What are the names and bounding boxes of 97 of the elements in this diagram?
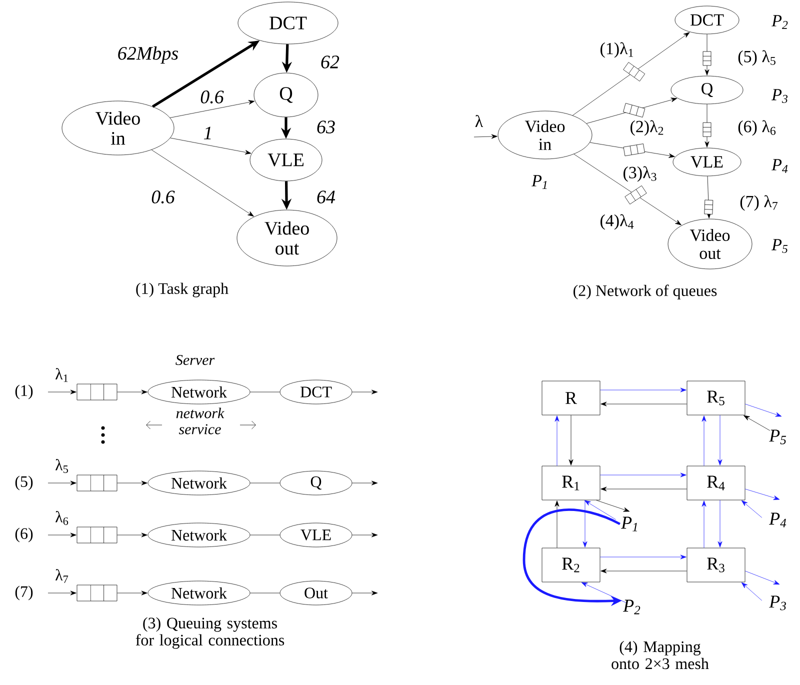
- arrow: [718, 500, 722, 548]
- arrow: [584, 500, 616, 520]
- edge-label: λ$_{7}$: [54, 568, 70, 584]
- arrow: [48, 390, 76, 394]
- arrow: [474, 134, 498, 139]
- connector-line: [250, 592, 280, 594]
- arrow: [117, 590, 148, 596]
- router-box: R$_{2}$: [542, 548, 600, 582]
- arrow: [170, 100, 255, 118]
- arrow: [744, 415, 770, 431]
- edge-label: (1)λ$_{1}$: [598, 41, 636, 59]
- edge-label: 64: [316, 190, 336, 204]
- queue-box: [76, 384, 118, 400]
- queue-box: [76, 526, 118, 544]
- arrow: [352, 480, 378, 486]
- row-number: (7): [15, 586, 33, 600]
- row-number: (6): [15, 528, 33, 542]
- connector-line: [250, 534, 280, 536]
- router-box: R$_{5}$: [686, 380, 746, 416]
- service-label: network service: [176, 408, 224, 434]
- arrow: [554, 416, 560, 466]
- arrow: [586, 98, 678, 124]
- router-box: R$_{4}$: [686, 466, 746, 500]
- arrow: [117, 480, 148, 486]
- edge-label: 63: [316, 120, 336, 134]
- edge-label: 62Mbps: [116, 45, 180, 65]
- arrow: [600, 486, 687, 492]
- arrow: [117, 532, 148, 538]
- arrow: [600, 554, 686, 560]
- row-number: (1): [15, 384, 33, 400]
- edge-label: λ$_{6}$: [54, 510, 70, 526]
- processor-label: P$_{4}$: [772, 159, 788, 173]
- arrow: [352, 590, 378, 596]
- caption: (1) Task graph: [136, 282, 228, 298]
- router-box: R$_{3}$: [686, 548, 746, 582]
- arrow: [702, 416, 706, 466]
- arrow: [745, 570, 780, 585]
- processor-label: P$_{2}$: [623, 600, 640, 614]
- router-box: R$_{1}$: [542, 466, 600, 500]
- edge-label: (4)λ$_{4}$: [598, 213, 636, 231]
- arrow: [572, 32, 690, 116]
- arrow: [741, 582, 762, 601]
- processor-label: P$_{3}$: [769, 596, 786, 610]
- arrow: [600, 388, 686, 392]
- edge-label: 0.6: [150, 190, 176, 204]
- arrow: [48, 532, 76, 538]
- arrow: [568, 415, 574, 466]
- arrow: [704, 34, 710, 76]
- arrow: [600, 402, 687, 406]
- arrow: [574, 154, 682, 226]
- processor-label: P$_{1}$: [532, 175, 547, 189]
- edge-label: λ$_{5}$: [54, 458, 70, 474]
- edge-label: 0.6: [199, 90, 225, 104]
- edge-label: 1: [202, 126, 214, 140]
- row-number: (5): [15, 476, 33, 490]
- arrow: [745, 404, 782, 417]
- caption: (4) Mapping onto 2×3 mesh: [612, 640, 709, 670]
- processor-label: P$_{4}$: [769, 512, 786, 528]
- arrow: [741, 500, 762, 518]
- arrow: [352, 532, 378, 538]
- queue-box: [76, 474, 118, 492]
- edge-label: (5) λ$_{5}$: [736, 49, 778, 67]
- arrow: [582, 500, 588, 548]
- arrow: [745, 488, 780, 500]
- queue-box: [76, 584, 118, 602]
- arrow: [702, 500, 706, 548]
- edge-label: (6) λ$_{6}$: [736, 119, 778, 137]
- edge-label: (3)λ$_{3}$: [622, 165, 658, 183]
- processor-label: P$_{1}$: [621, 516, 638, 532]
- caption: (2) Network of queues: [574, 284, 717, 300]
- connector-line: [250, 482, 280, 484]
- arrow: [48, 480, 76, 486]
- processor-label: P$_{5}$: [769, 430, 786, 444]
- edge-label: (7) λ$_{7}$: [738, 194, 780, 212]
- processor-label: P$_{5}$: [772, 239, 788, 253]
- router-box: R: [542, 380, 600, 416]
- arrow: [581, 582, 626, 603]
- arrow: [554, 500, 560, 548]
- edge-label: λ$_{1}$: [54, 367, 70, 383]
- processor-label: P$_{3}$: [772, 89, 788, 103]
- arrow: [352, 390, 378, 394]
- arrow: [590, 142, 675, 158]
- arrow: [600, 568, 687, 574]
- edge-label: (2)λ$_{2}$: [628, 119, 666, 137]
- arrow: [718, 415, 722, 466]
- caption: (3) Queuing systems for logical connections: [136, 617, 284, 649]
- arrow: [48, 590, 76, 596]
- arrow: [600, 472, 686, 478]
- server-label: Server: [176, 354, 215, 366]
- arrow: [704, 104, 710, 148]
- processor-label: P$_{2}$: [772, 15, 788, 29]
- edge-label: 62: [320, 54, 340, 70]
- edge-label: λ: [474, 114, 484, 128]
- arrow: [596, 500, 630, 512]
- arrow: [151, 150, 254, 217]
- arrow: [170, 138, 252, 154]
- arrow: [117, 390, 148, 394]
